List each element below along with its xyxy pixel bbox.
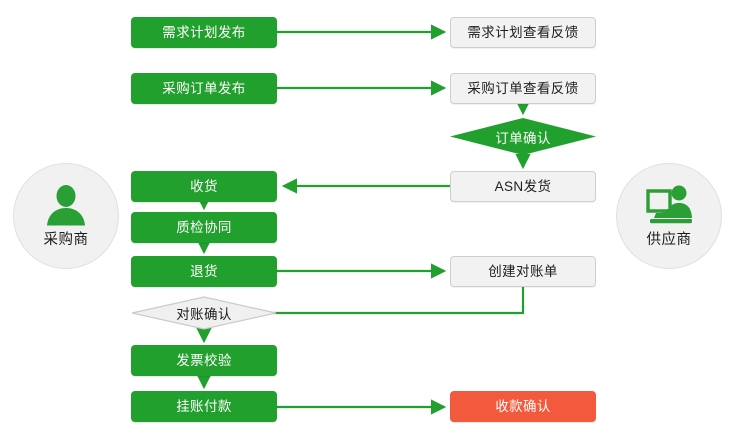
- actor-buyer: 采购商: [13, 163, 119, 269]
- node-asn-shipment[interactable]: ASN发货: [450, 171, 596, 202]
- actor-buyer-label: 采购商: [43, 231, 89, 248]
- person-icon: [43, 184, 89, 226]
- actor-supplier: 供应商: [616, 163, 722, 269]
- node-demand-plan-publish[interactable]: 需求计划发布: [131, 17, 277, 48]
- node-receipt-confirm[interactable]: 收款确认: [450, 391, 596, 422]
- node-goods-receipt-label: 收货: [190, 178, 218, 194]
- node-po-publish[interactable]: 采购订单发布: [131, 73, 277, 104]
- node-po-feedback-label: 采购订单查看反馈: [467, 80, 579, 96]
- node-quality-collab-label: 质检协同: [176, 219, 232, 235]
- node-asn-shipment-label: ASN发货: [494, 178, 552, 194]
- node-invoice-verify-label: 发票校验: [176, 352, 232, 368]
- node-return-goods-label: 退货: [190, 263, 218, 279]
- node-order-confirm-label: 订单确认: [495, 130, 551, 146]
- node-recon-confirm[interactable]: 对账确认: [131, 296, 277, 330]
- edge-create-recon-to-recon-confirm: [153, 287, 525, 321]
- node-recon-confirm-label: 对账确认: [176, 307, 232, 322]
- node-receipt-confirm-label: 收款确认: [495, 398, 551, 414]
- node-create-recon-bill[interactable]: 创建对账单: [450, 256, 596, 287]
- node-goods-receipt[interactable]: 收货: [131, 171, 277, 202]
- person-at-computer-icon: [646, 184, 692, 226]
- node-demand-plan-publish-label: 需求计划发布: [162, 24, 246, 40]
- node-quality-collab[interactable]: 质检协同: [131, 212, 277, 243]
- node-demand-plan-feedback-label: 需求计划查看反馈: [467, 24, 579, 40]
- node-create-recon-bill-label: 创建对账单: [488, 263, 558, 279]
- node-invoice-verify[interactable]: 发票校验: [131, 345, 277, 376]
- node-po-feedback[interactable]: 采购订单查看反馈: [450, 73, 596, 104]
- node-return-goods[interactable]: 退货: [131, 256, 277, 287]
- actor-supplier-label: 供应商: [646, 231, 692, 248]
- node-po-publish-label: 采购订单发布: [162, 80, 246, 96]
- node-order-confirm[interactable]: 订单确认: [450, 118, 596, 155]
- node-payable-payment-label: 挂账付款: [176, 398, 232, 414]
- node-demand-plan-feedback[interactable]: 需求计划查看反馈: [450, 17, 596, 48]
- node-payable-payment[interactable]: 挂账付款: [131, 391, 277, 422]
